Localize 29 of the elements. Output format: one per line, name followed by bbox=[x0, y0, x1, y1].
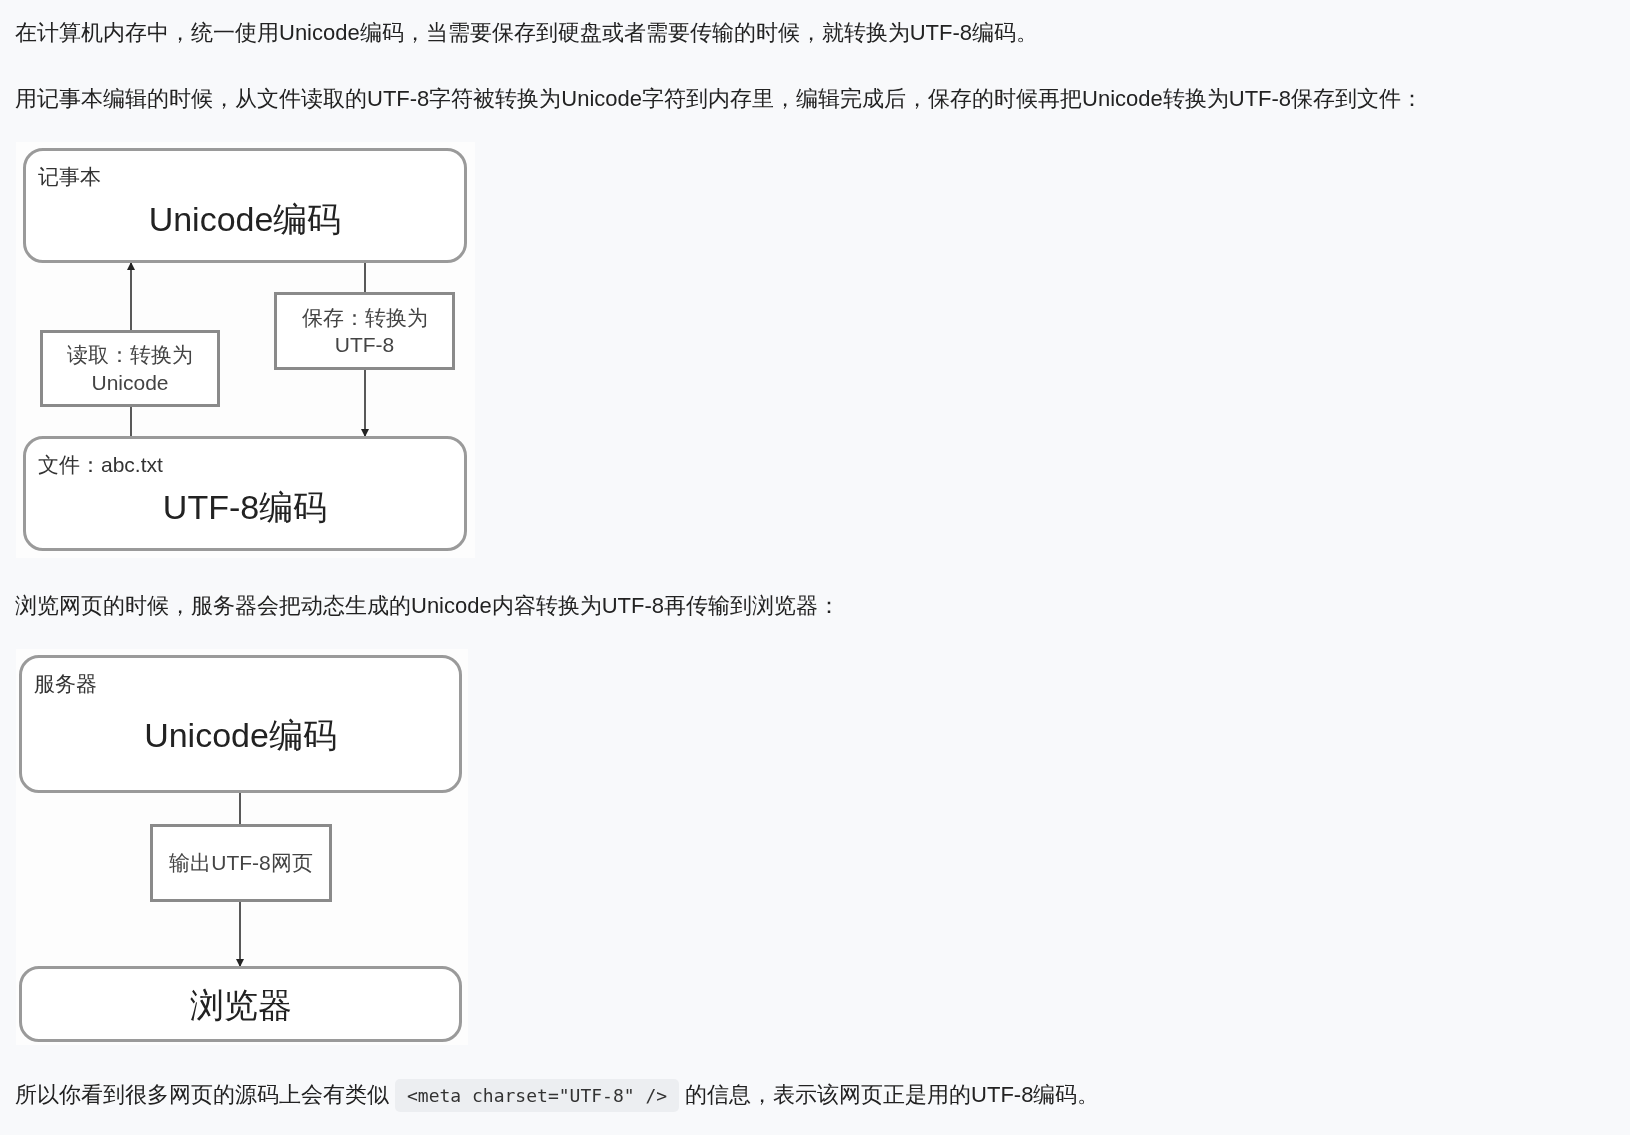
paragraph: 浏览网页的时候，服务器会把动态生成的Unicode内容转换为UTF-8再传输到浏览器： bbox=[15, 592, 841, 620]
box-heading: 服务器 bbox=[34, 671, 97, 697]
box-title: Unicode编码 bbox=[147, 199, 343, 240]
rounded-box bbox=[19, 966, 462, 1042]
box-title: 浏览器 bbox=[188, 985, 293, 1026]
arrow bbox=[361, 369, 369, 437]
process-box bbox=[40, 330, 220, 407]
box-label: 输出UTF-8网页 bbox=[169, 850, 313, 877]
connector-line bbox=[239, 792, 241, 825]
paragraph-text: 所以你看到很多网页的源码上会有类似 bbox=[15, 1082, 389, 1107]
box-label: 保存：转换为 UTF-8 bbox=[300, 304, 429, 358]
box-label: 读取：转换为 Unicode bbox=[66, 342, 194, 396]
arrow bbox=[127, 262, 135, 331]
process-box bbox=[274, 292, 455, 370]
connector-line bbox=[364, 262, 366, 293]
rounded-box bbox=[23, 148, 467, 263]
rounded-box bbox=[23, 436, 467, 551]
paragraph-text: 的信息，表示该网页正是用的UTF-8编码。 bbox=[685, 1082, 1100, 1107]
rounded-box bbox=[19, 655, 462, 793]
connector-line bbox=[130, 406, 132, 437]
process-box bbox=[150, 824, 332, 902]
box-title: UTF-8编码 bbox=[161, 487, 329, 528]
paragraph: 在计算机内存中，统一使用Unicode编码，当需要保存到硬盘或者需要传输的时候，就转换为UTF-8编码。 bbox=[15, 19, 1039, 47]
code-snippet: <meta charset="UTF-8" /> bbox=[395, 1079, 680, 1112]
box-heading: 记事本 bbox=[38, 164, 101, 190]
box-title: Unicode编码 bbox=[143, 715, 338, 757]
box-heading: 文件：abc.txt bbox=[38, 452, 163, 478]
arrow bbox=[236, 901, 244, 967]
paragraph: 用记事本编辑的时候，从文件读取的UTF-8字符被转换为Unicode字符到内存里，编辑完成后，保存的时候再把Unicode转换为UTF-8保存到文件： bbox=[15, 85, 1424, 113]
